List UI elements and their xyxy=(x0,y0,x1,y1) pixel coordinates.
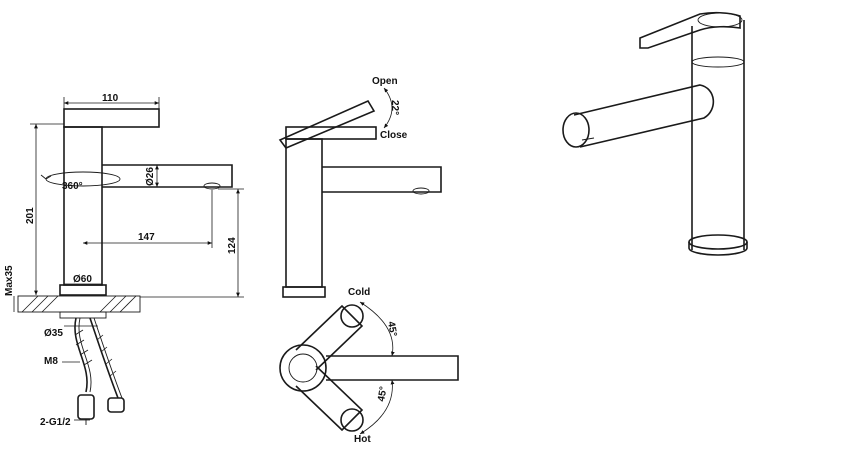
countertop xyxy=(17,295,141,313)
dim-handle-length: 110 xyxy=(102,93,119,104)
dim-spout-diameter: Ø26 xyxy=(145,167,156,186)
front-view: 110 201 360° Ø26 147 124 Ø60 Max35 Ø35 M… xyxy=(4,93,244,428)
handle-hot xyxy=(295,365,364,432)
label-close: Close xyxy=(380,130,408,141)
top-body-outer xyxy=(279,344,327,392)
perspective-view xyxy=(562,11,748,256)
hose-right xyxy=(89,317,119,399)
top-view: Cold 45° 45° Hot xyxy=(279,287,459,445)
dim-thread-rod: M8 xyxy=(44,356,58,367)
label-cold-angle: 45° xyxy=(385,321,398,338)
dim-rotation: 360° xyxy=(62,181,83,192)
dim-spout-height: 124 xyxy=(227,237,238,254)
top-body-inner xyxy=(288,353,318,383)
spout xyxy=(102,164,233,188)
aerator xyxy=(203,182,221,190)
side-base xyxy=(282,286,326,298)
handle-cold xyxy=(295,304,364,371)
label-cold: Cold xyxy=(348,287,370,298)
side-view: Open 22° Close xyxy=(278,76,442,298)
handle-lever xyxy=(63,108,160,128)
dim-base-diameter: Ø60 xyxy=(73,274,92,285)
perspective-base xyxy=(688,234,748,250)
faucet-base xyxy=(59,284,107,296)
dim-reach: 147 xyxy=(138,232,155,243)
perspective-handle xyxy=(639,11,741,49)
label-open: Open xyxy=(372,76,398,87)
handle-open xyxy=(278,99,376,149)
side-spout xyxy=(322,166,442,193)
dim-hose-thread: 2-G1/2 xyxy=(40,417,71,428)
top-spout xyxy=(326,355,459,381)
perspective-body xyxy=(691,20,745,250)
rotation-arc xyxy=(45,171,121,187)
dim-total-height: 201 xyxy=(25,207,36,224)
label-hot-angle: 45° xyxy=(376,386,389,403)
hose-nut-right xyxy=(107,397,125,413)
label-hot: Hot xyxy=(354,434,371,445)
hose-nut-left xyxy=(77,394,95,420)
perspective-spout xyxy=(573,84,715,148)
faucet-body xyxy=(63,126,103,286)
perspective-outlet xyxy=(562,112,590,148)
handle-closed xyxy=(285,126,377,140)
side-body xyxy=(285,138,323,288)
dim-max-deck: Max35 xyxy=(4,265,15,296)
dim-hole-diameter: Ø35 xyxy=(44,328,63,339)
label-angle: 22° xyxy=(389,100,400,115)
